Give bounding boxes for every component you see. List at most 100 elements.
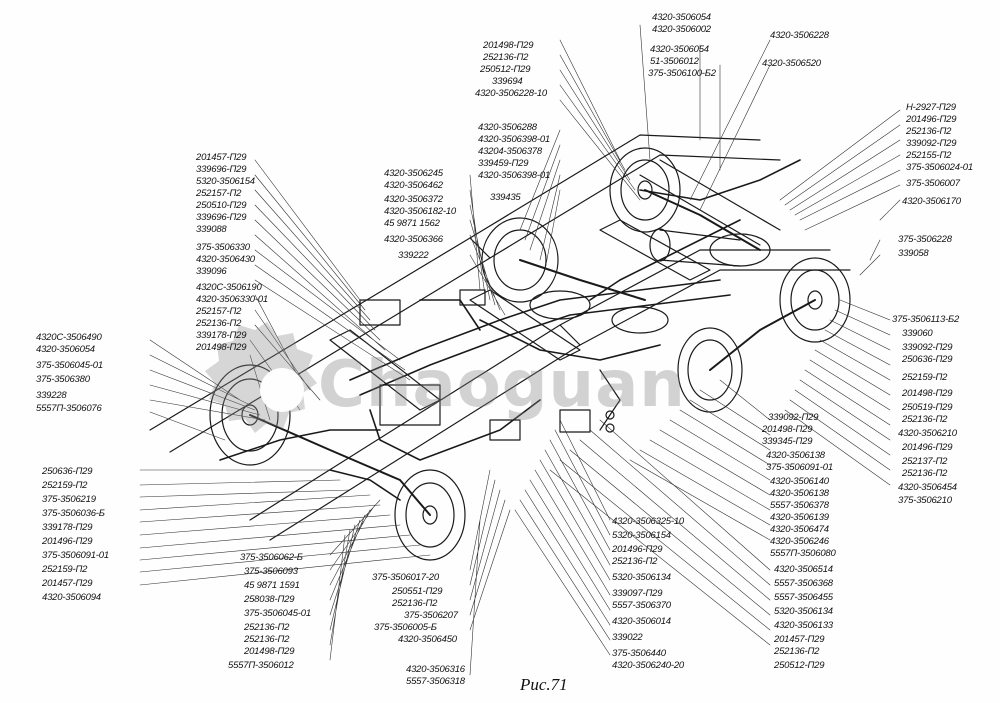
part-label: 5320-3506134 [612, 572, 671, 583]
part-label: 375-3506210 [898, 495, 952, 506]
part-label: 5557-3506368 [774, 578, 833, 589]
part-label: 258038-П29 [244, 594, 295, 605]
part-label: 252136-П2 [774, 646, 820, 657]
part-label: 5557П-3506080 [770, 548, 836, 559]
part-label: 201498-П29 [483, 40, 534, 51]
part-label: 201496-П29 [612, 544, 663, 555]
part-label: 252159-П2 [902, 372, 948, 383]
brake-drum-rear-left [677, 327, 743, 413]
part-label: 252157-П2 [196, 188, 242, 199]
part-label: 4320-3506138 [770, 488, 829, 499]
part-label: 250510-П29 [196, 200, 247, 211]
part-label: 5320-3506154 [612, 530, 671, 541]
leader-lines [139, 24, 901, 676]
part-label: 201457-П29 [774, 634, 825, 645]
watermark-gear-icon [205, 322, 317, 433]
part-label: 339222 [398, 250, 429, 261]
part-label: 4320-3506054 [36, 344, 95, 355]
part-label: 201496-П29 [902, 442, 953, 453]
part-label: 375-3506045-01 [36, 360, 103, 371]
part-label: 252136-П2 [906, 126, 952, 137]
part-label: 252136-П2 [244, 622, 290, 633]
part-label: 339178-П29 [42, 522, 93, 533]
part-label: 252159-П2 [42, 564, 88, 575]
part-label: 5557-3506378 [770, 500, 829, 511]
part-label: 339459-П29 [478, 158, 529, 169]
part-label: 4320-3506139 [770, 512, 829, 523]
part-label: 4320-3506430 [196, 254, 255, 265]
part-label: 375-3506207 [404, 610, 458, 621]
part-label: 201498-П29 [762, 424, 813, 435]
part-label: 339178-П29 [196, 330, 247, 341]
part-label: 4320-3506002 [652, 24, 711, 35]
part-label: 4320-3506140 [770, 476, 829, 487]
part-label: 4320-3506133 [774, 620, 833, 631]
part-label: 252155-П2 [906, 150, 952, 161]
part-label: 375-3506005-Б [374, 622, 437, 633]
part-label: 250636-П29 [902, 354, 953, 365]
brake-drum-front-right [609, 147, 681, 233]
part-label: 51-3506012 [650, 56, 699, 67]
part-label: 250519-П29 [902, 402, 953, 413]
part-label: 252136-П2 [196, 318, 242, 329]
part-label: 4320-3506094 [42, 592, 101, 603]
part-label: 252136-П2 [244, 634, 290, 645]
part-label: 4320-3506454 [898, 482, 957, 493]
part-label: 4320-3506398-01 [478, 134, 551, 145]
brake-drum-middle-left [394, 469, 466, 561]
part-label: 252136-П2 [612, 556, 658, 567]
part-label: 201498-П29 [196, 342, 247, 353]
part-label: 375-3506440 [612, 648, 666, 659]
part-label: 5320-3506134 [774, 606, 833, 617]
part-label: 252136-П2 [902, 468, 948, 479]
part-label: 5557П-3506076 [36, 403, 102, 414]
part-label: 201498-П29 [244, 646, 295, 657]
part-label: 339696-П29 [196, 212, 247, 223]
part-label: 45 9871 1591 [244, 580, 300, 591]
part-label: 4320-3506228 [770, 30, 829, 41]
part-label: 45 9871 1562 [384, 218, 440, 229]
part-label: 339694 [492, 76, 523, 87]
part-label: 4320-3506514 [774, 564, 833, 575]
part-label: 4320-3506054 [650, 44, 709, 55]
part-label: 43204-3506378 [478, 146, 542, 157]
part-label: 375-3506045-01 [244, 608, 311, 619]
brake-drum-front-left [209, 364, 291, 466]
part-label: 375-3506330 [196, 242, 250, 253]
part-label: 375-3506091-01 [42, 550, 109, 561]
part-label: 375-3506113-Б2 [892, 314, 960, 325]
part-label: 4320-3506316 [406, 664, 465, 675]
part-label: 5557П-3506012 [228, 660, 294, 671]
part-label: 375-3506093 [244, 566, 298, 577]
part-label: 375-3506062-Б [240, 552, 303, 563]
part-label: 4320-3506288 [478, 122, 537, 133]
part-label: 375-3506228 [898, 234, 952, 245]
part-label: 375-3506380 [36, 374, 90, 385]
part-label: 4320-3506182-10 [384, 206, 457, 217]
part-label: 250551-П29 [392, 586, 443, 597]
part-label: 375-3506007 [906, 178, 960, 189]
part-label: 4320-3506366 [384, 234, 443, 245]
part-label: 339092-П29 [902, 342, 953, 353]
part-label: 201457-П29 [196, 152, 247, 163]
part-label: 4320-3506372 [384, 194, 443, 205]
part-label: 339228 [36, 390, 67, 401]
axles [249, 189, 816, 516]
part-label: 4320-3506330-01 [196, 294, 269, 305]
part-label: 4320-3506520 [762, 58, 821, 69]
part-label: 339060 [902, 328, 933, 339]
part-label: 4320-3506240-20 [612, 660, 685, 671]
part-label: 339097-П29 [612, 588, 663, 599]
part-label: 252157-П2 [196, 306, 242, 317]
part-label: 4320С-3506190 [196, 282, 262, 293]
part-label: 5320-3506154 [196, 176, 255, 187]
part-label: 4320-3506398-01 [478, 170, 551, 181]
part-label: 339058 [898, 248, 929, 259]
part-label: 375-3506219 [42, 494, 96, 505]
part-label: 252136-П2 [392, 598, 438, 609]
part-label: 5557-3506318 [406, 676, 465, 687]
part-label: 375-3506091-01 [766, 462, 833, 473]
part-label: 4320-3506228-10 [475, 88, 548, 99]
